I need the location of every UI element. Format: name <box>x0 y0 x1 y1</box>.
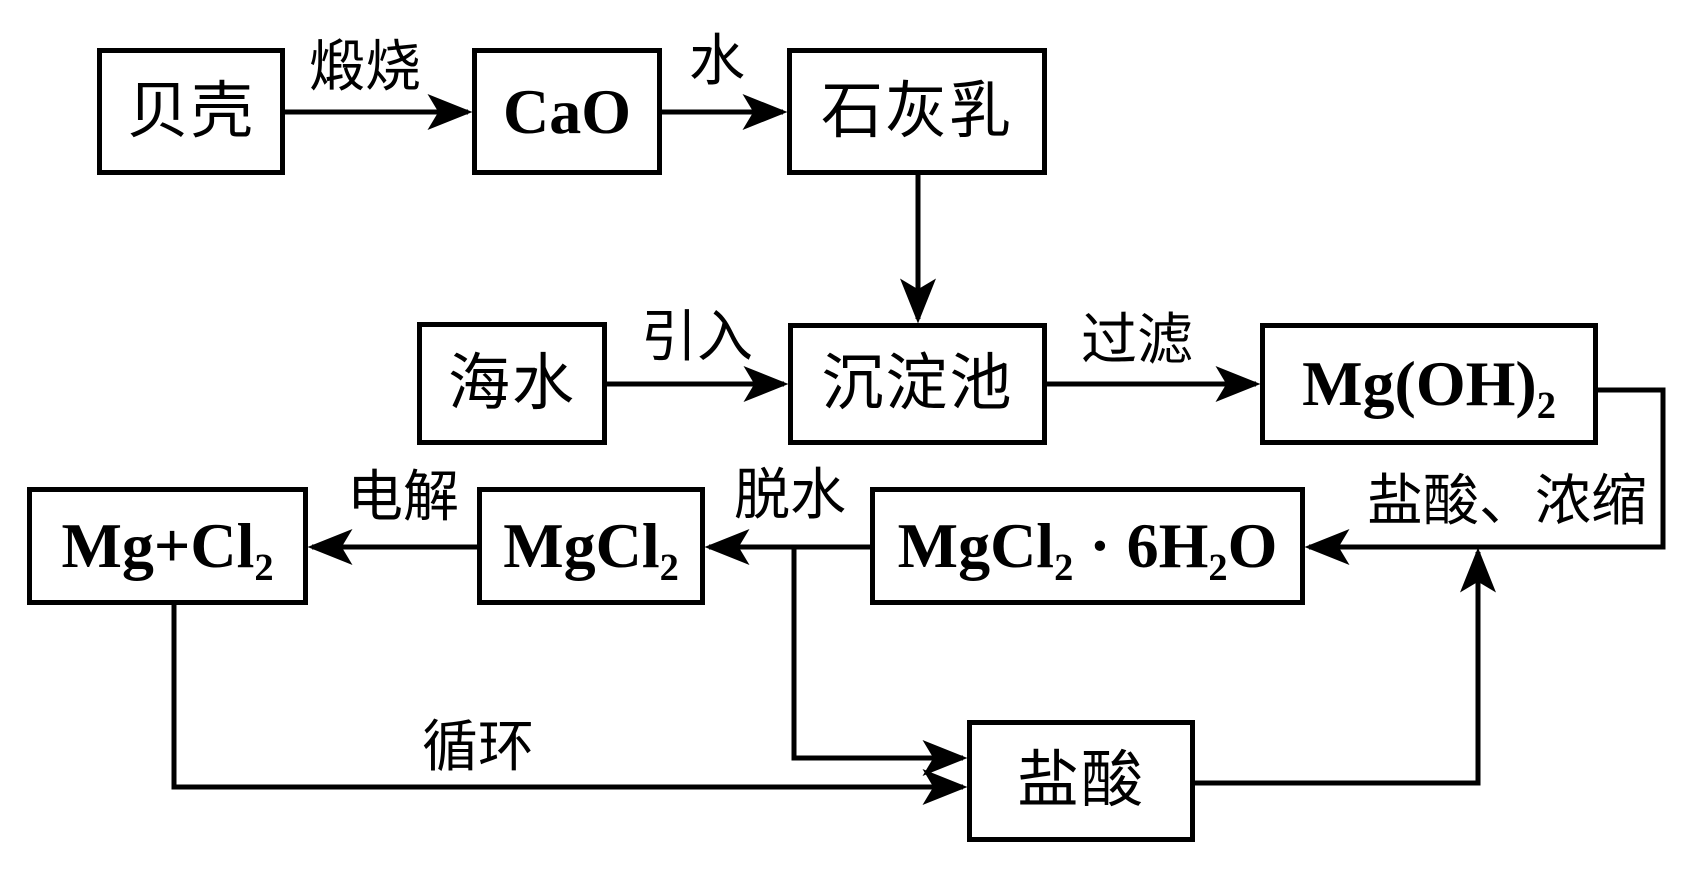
node-shell: 贝壳 <box>97 48 285 175</box>
node-seawater: 海水 <box>417 322 607 445</box>
arrow-dehydrate-branch-to-hcl <box>791 547 968 776</box>
edge-label-recycle: 循环 <box>422 717 534 779</box>
edge-label-filter: 过滤 <box>1081 310 1193 372</box>
node-mg-hydroxide: Mg(OH)₂ <box>1260 323 1598 445</box>
edge-label-dehydrate: 脱水 <box>734 465 846 527</box>
arrow-hcl-return-up <box>1195 547 1496 786</box>
node-mgcl2-hydrate: MgCl₂ · 6H₂O <box>870 487 1305 605</box>
edge-label-electrolyze: 电解 <box>347 467 459 529</box>
node-hydrochloric-acid: 盐酸 <box>967 720 1195 842</box>
arrow-recycle <box>171 605 968 805</box>
edge-label-calcine: 煅烧 <box>309 37 421 99</box>
node-mg-and-cl2: Mg+Cl₂ <box>27 487 308 605</box>
node-mgcl2: MgCl₂ <box>477 487 705 605</box>
node-cao: CaO <box>472 48 662 175</box>
edge-label-water: 水 <box>689 31 745 93</box>
node-lime-milk: 石灰乳 <box>787 48 1047 175</box>
edge-label-hcl-concentrate: 盐酸、浓缩 <box>1367 471 1647 533</box>
edge-label-introduce: 引入 <box>641 307 753 369</box>
node-settling-pool: 沉淀池 <box>788 323 1047 445</box>
arrow-hcl-concentrate <box>1304 387 1666 565</box>
